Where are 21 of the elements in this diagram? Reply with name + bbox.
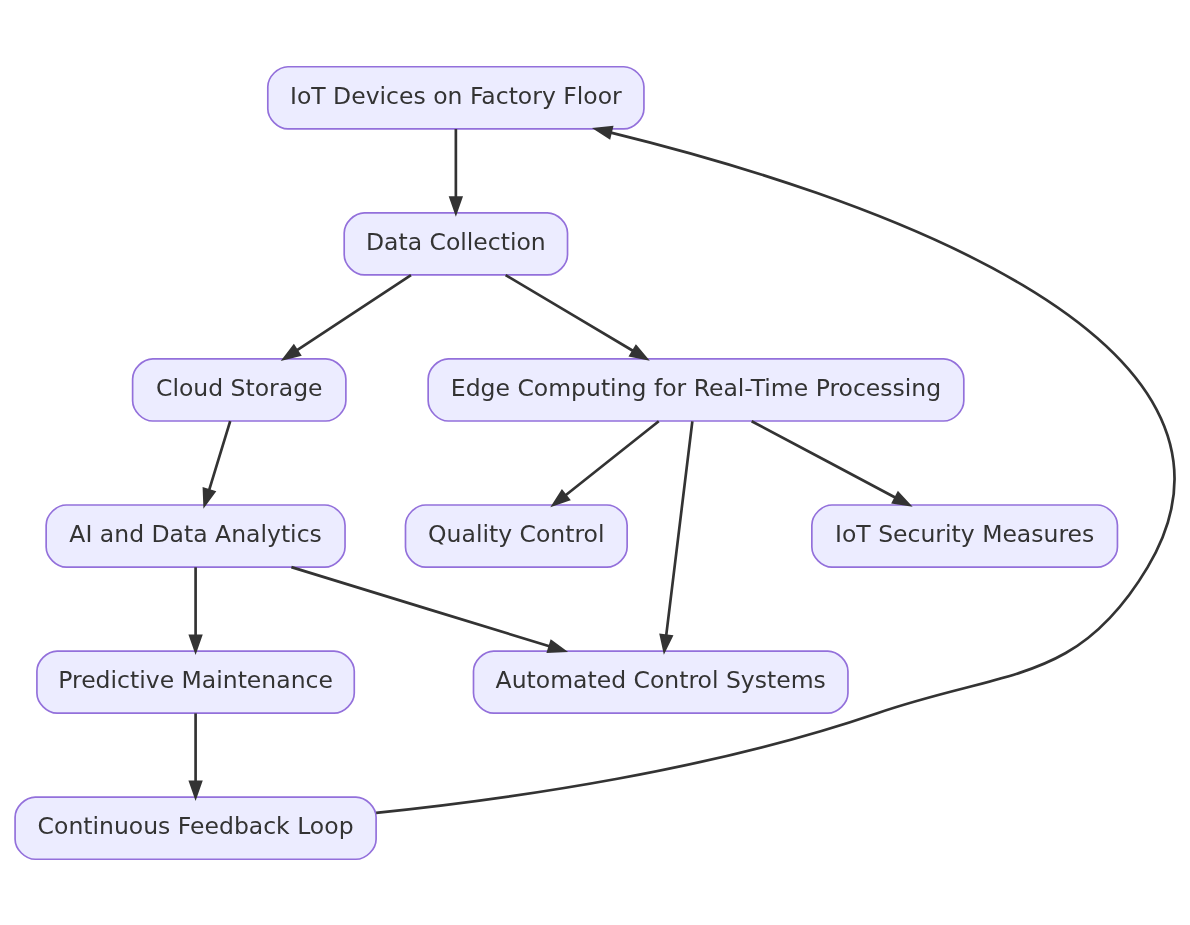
- node-box: AI and Data Analytics: [45, 503, 346, 568]
- arrow: [376, 125, 1175, 814]
- node-box: Edge Computing for Real-Time Processing: [427, 357, 965, 422]
- node-box: Automated Control Systems: [472, 649, 849, 714]
- arrow: [504, 273, 650, 361]
- arrow: [659, 420, 694, 655]
- arrow: [280, 273, 412, 361]
- node-box: IoT Security Measures: [811, 503, 1119, 568]
- arrow: [202, 420, 232, 509]
- node-box: Data Collection: [343, 211, 569, 276]
- node-box: Cloud Storage: [131, 357, 347, 422]
- arrow: [291, 565, 569, 653]
- node-box: Continuous Feedback Loop: [14, 795, 377, 860]
- arrow: [188, 712, 203, 801]
- node-box: Quality Control: [404, 503, 628, 568]
- arrow: [751, 419, 913, 507]
- arrow: [188, 566, 203, 655]
- node-box: Predictive Maintenance: [36, 649, 356, 714]
- node-box: IoT Devices on Factory Floor: [266, 65, 645, 130]
- arrow: [550, 419, 660, 507]
- arrow: [448, 128, 464, 217]
